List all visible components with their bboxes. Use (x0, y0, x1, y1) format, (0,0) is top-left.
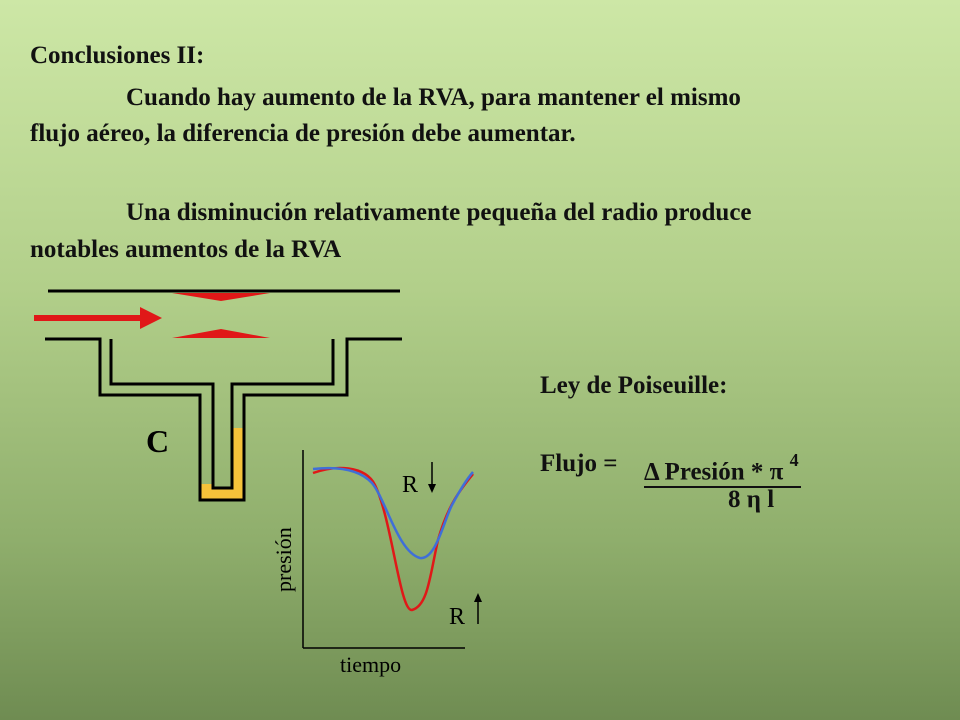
flow-arrow-head (140, 307, 162, 329)
r-down-arrow-head (428, 484, 436, 493)
manometer-u-redraw (198, 395, 246, 502)
pressure-curve-blue (312, 466, 474, 560)
r-up-arrow-head (474, 593, 482, 602)
label-r-top: R (402, 472, 418, 498)
paragraph-1-line-2: flujo aéreo, la diferencia de presión de… (30, 120, 576, 147)
paragraph-1-line-1: Cuando hay aumento de la RVA, para mante… (126, 84, 741, 111)
law-lhs: Flujo = (540, 450, 618, 477)
pressure-curve-red (312, 466, 474, 612)
law-numerator: Δ Presión * π 4 (644, 450, 801, 489)
paragraph-2-line-2: notables aumentos de la RVA (30, 236, 342, 263)
manometer-inner-redraw (211, 384, 234, 490)
slide-title: Conclusiones II: (30, 42, 205, 69)
manometer-inner (109, 339, 335, 490)
manometer-outer (45, 337, 402, 502)
narrowing-bottom (172, 329, 270, 338)
law-numerator-text: Δ Presión * π (644, 458, 784, 486)
paragraph-2-line-1: Una disminución relativamente pequeña de… (126, 199, 752, 226)
narrowing-top (172, 293, 270, 301)
graph-xlabel: tiempo (340, 652, 401, 677)
manometer-fluid-bottom (201, 488, 243, 499)
label-r-bottom: R (449, 604, 465, 630)
law-superscript: 4 (789, 450, 799, 470)
law-denominator: 8 η l (728, 486, 775, 513)
label-c: C (146, 423, 169, 459)
law-title: Ley de Poiseuille: (540, 372, 728, 399)
graph-ylabel: presión (271, 527, 296, 592)
manometer-fluid-right (233, 428, 243, 498)
